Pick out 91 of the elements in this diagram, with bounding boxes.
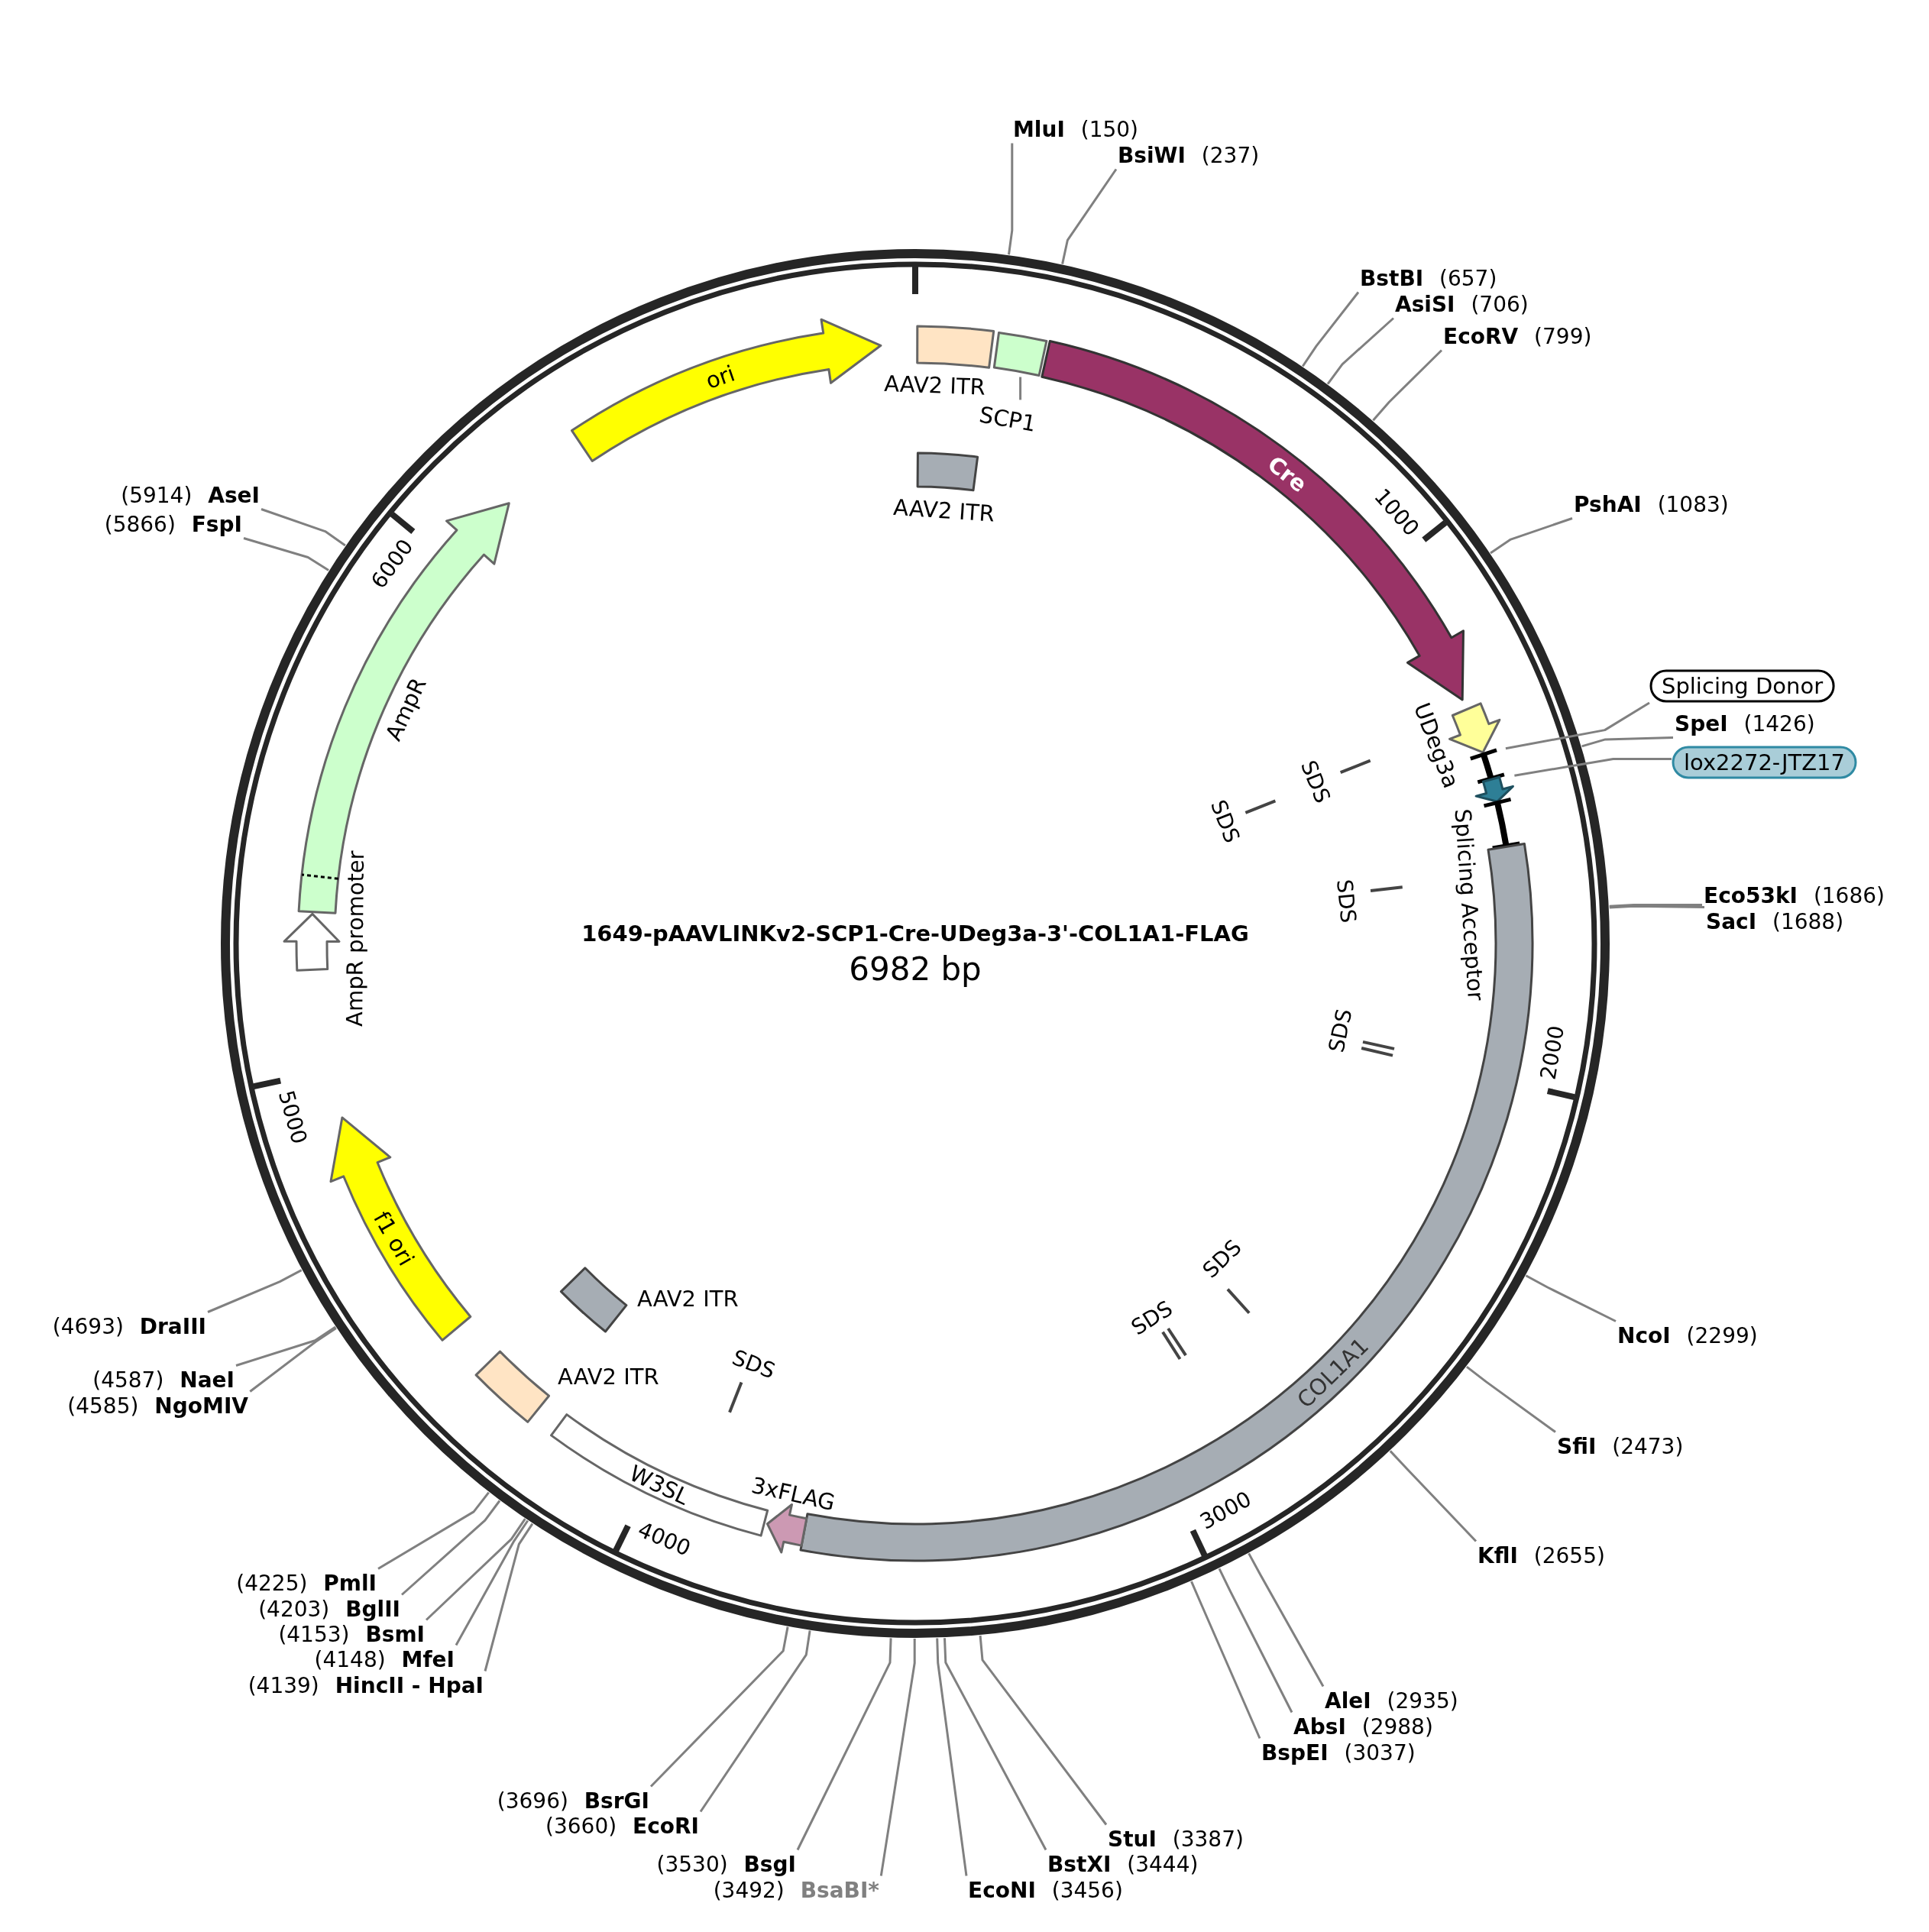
leader-line xyxy=(1372,349,1443,422)
leader-line xyxy=(649,1626,789,1788)
restriction-site-label: EcoNI (3456) xyxy=(968,1877,1123,1903)
restriction-site-label: (3660) EcoRI xyxy=(545,1813,699,1839)
leader-line xyxy=(936,1638,968,1876)
feature-label: SCP1 xyxy=(977,401,1038,437)
restriction-site-label: (4693) DraIII xyxy=(52,1313,206,1339)
leader-line xyxy=(235,1325,336,1367)
restriction-site-label: AleI (2935) xyxy=(1325,1688,1458,1714)
leader-line xyxy=(1609,904,1702,908)
leader-line xyxy=(1190,1581,1261,1739)
feature-label: f1 ori xyxy=(368,1206,419,1270)
feature-label: ori xyxy=(702,360,739,394)
leader-line xyxy=(699,1630,811,1813)
leader-line xyxy=(207,1269,303,1313)
leader-line xyxy=(1008,143,1014,255)
feature-label: 3xFLAG xyxy=(749,1471,838,1516)
leader-line xyxy=(1466,1365,1556,1433)
scale-label: 2000 xyxy=(1535,1024,1570,1082)
restriction-site-label: SacI (1688) xyxy=(1706,908,1844,934)
restriction-site-label: EcoRV (799) xyxy=(1443,323,1592,349)
leader-line xyxy=(401,1500,501,1596)
leader-line xyxy=(377,1491,490,1570)
leader-line xyxy=(1248,1552,1325,1688)
feature-label: Splicing Acceptor xyxy=(1449,807,1489,1002)
restriction-site-label: (4225) PmlI xyxy=(236,1570,377,1596)
leader-line xyxy=(484,1523,534,1671)
feature-label: SDS xyxy=(1295,756,1335,807)
feature-label: SDS xyxy=(729,1345,779,1384)
restriction-site-label: (4203) BglII xyxy=(258,1596,400,1622)
restriction-site-label: AbsI (2988) xyxy=(1293,1714,1433,1739)
leader-line xyxy=(1389,1450,1477,1542)
leader-line xyxy=(1490,517,1573,555)
feature-label: AmpR promoter xyxy=(341,850,369,1027)
feature-label: AAV2 ITR xyxy=(883,371,986,400)
leader-line xyxy=(455,1519,529,1646)
feature-label: SDS xyxy=(1126,1296,1177,1341)
restriction-site-label: (3696) BsrGI xyxy=(497,1788,649,1814)
plasmid-size: 6982 bp xyxy=(849,950,982,988)
restriction-site-label: BsiWI (237) xyxy=(1118,142,1260,168)
leader-line xyxy=(1326,317,1394,385)
restriction-site-label: MluI (150) xyxy=(1013,116,1138,142)
leader-line xyxy=(261,508,346,547)
restriction-site-label: (3530) BsgI xyxy=(656,1851,796,1877)
restriction-site-label: BspEI (3037) xyxy=(1261,1739,1416,1765)
leader-line xyxy=(249,1327,337,1393)
leader-line xyxy=(1218,1568,1293,1714)
leader-line xyxy=(1505,701,1650,750)
feature-label: AAV2 ITR xyxy=(637,1286,739,1312)
scale-label: 5000 xyxy=(273,1087,312,1147)
feature-label: SDS xyxy=(1332,878,1361,924)
leader-line xyxy=(425,1518,526,1621)
restriction-site-label: (5914) AseI xyxy=(121,482,260,508)
restriction-site-label: BstXI (3444) xyxy=(1047,1851,1199,1877)
feature-label: SDS xyxy=(1205,796,1245,846)
restriction-site-label: Eco53kI (1686) xyxy=(1704,882,1885,908)
leader-line xyxy=(1061,168,1118,264)
restriction-site-label: (4587) NaeI xyxy=(92,1367,235,1393)
leader-line xyxy=(243,537,329,571)
restriction-site-label: (4148) MfeI xyxy=(314,1646,455,1672)
restriction-site-label: (3492) BsaBI* xyxy=(713,1877,879,1903)
restriction-site-label: AsiSI (706) xyxy=(1395,291,1529,317)
scale-label: 4000 xyxy=(634,1516,694,1561)
leader-line xyxy=(1019,377,1022,400)
restriction-site-label: (4585) NgoMIV xyxy=(67,1393,248,1419)
feature-label: Cre xyxy=(1262,451,1312,498)
restriction-site-label: (4153) BsmI xyxy=(278,1621,425,1647)
leader-line xyxy=(1581,736,1674,748)
leader-line xyxy=(1609,905,1705,909)
plasmid-name: 1649-pAAVLINKv2-SCP1-Cre-UDeg3a-3'-COL1A1-FLAG xyxy=(581,921,1249,947)
restriction-site-label: PshAI (1083) xyxy=(1574,491,1729,517)
leader-line xyxy=(979,1635,1108,1826)
restriction-site-label: NcoI (2299) xyxy=(1617,1322,1758,1348)
leader-line xyxy=(1514,758,1672,777)
feature-label: AAV2 ITR xyxy=(558,1364,659,1390)
feature-label: SDS xyxy=(1323,1006,1358,1055)
leader-line xyxy=(1301,291,1360,367)
restriction-site-label: SfiI (2473) xyxy=(1557,1433,1684,1459)
restriction-site-label: BstBI (657) xyxy=(1360,265,1497,291)
leader-line xyxy=(796,1638,892,1851)
restriction-site-label: (4139) HincII - HpaI xyxy=(248,1672,484,1698)
restriction-site-label: StuI (3387) xyxy=(1108,1826,1244,1852)
restriction-site-label: SpeI (1426) xyxy=(1675,710,1815,736)
leader-line xyxy=(879,1639,916,1876)
leader-line xyxy=(1525,1274,1617,1322)
feature-tag: lox2272-JTZ17 xyxy=(1672,746,1857,779)
restriction-site-label: (5866) FspI xyxy=(104,511,242,537)
leader-line xyxy=(943,1638,1047,1851)
feature-label: AAV2 ITR xyxy=(892,494,995,527)
feature-tag: Splicing Donor xyxy=(1649,669,1835,703)
restriction-site-label: KflI (2655) xyxy=(1477,1542,1605,1568)
